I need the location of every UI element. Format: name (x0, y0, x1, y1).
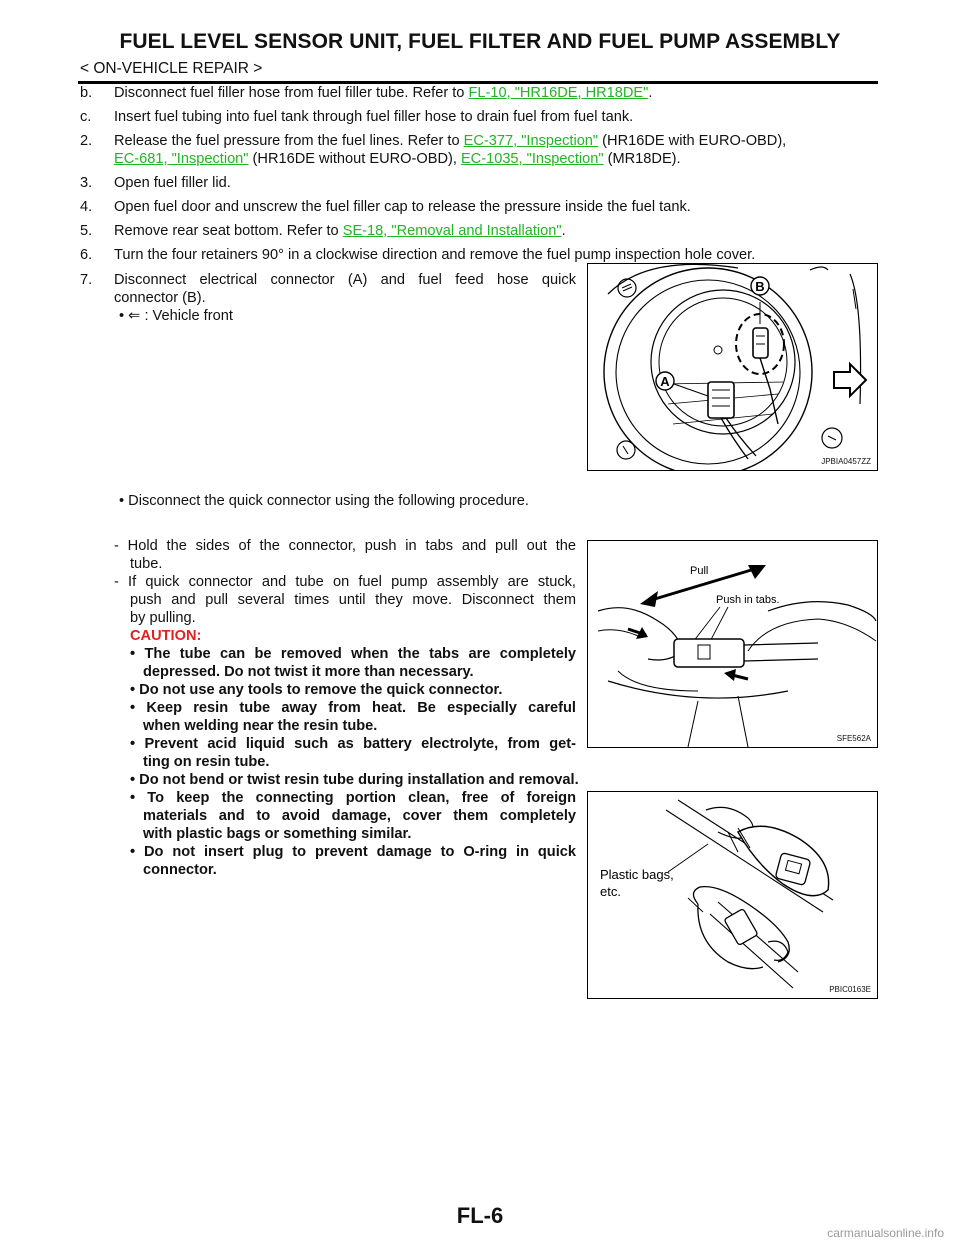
ref-link-ec1035[interactable]: EC-1035, "Inspection" (460, 151, 604, 167)
step-5: Remove rear seat bottom. Refer to SE-18,… (114, 222, 566, 240)
caution-item-cont: when welding near the resin tube. (143, 718, 378, 734)
step-3: Open fuel filler lid. (114, 175, 231, 191)
ref-link-se18[interactable]: SE-18, "Removal and Installation" (342, 223, 562, 239)
caution-item: • The tube can be removed when the tabs … (130, 646, 576, 662)
step-tail: . (648, 85, 653, 101)
ref-link-ec377[interactable]: EC-377, "Inspection" (463, 133, 599, 149)
label-plastic-bags-etc: etc. (600, 884, 621, 899)
label-a: A (660, 374, 670, 389)
page-number: FL-6 (456, 1203, 504, 1228)
plastic-bags-illustration: Plastic bags, etc. (600, 799, 834, 989)
caution-item-cont: materials and to avoid damage, cover the… (143, 808, 576, 824)
quick-connector-bullet: • Disconnect the quick connector using t… (119, 493, 529, 509)
figure-id: PBIC0163E (829, 985, 871, 994)
step-b: Disconnect fuel filler hose from fuel fi… (114, 84, 652, 102)
step-marker: 6. (80, 247, 93, 263)
step-marker: 5. (80, 223, 93, 239)
label-plastic-bags: Plastic bags, (600, 867, 674, 882)
caution-item: • Do not insert plug to prevent damage t… (130, 844, 576, 860)
step-marker: 2. (80, 133, 93, 149)
caution-item: • Keep resin tube away from heat. Be esp… (130, 700, 576, 716)
step-text: (HR16DE with EURO-OBD), (598, 133, 787, 149)
step-text: (HR16DE without EURO-OBD), (248, 151, 461, 167)
page-title: FUEL LEVEL SENSOR UNIT, FUEL FILTER AND … (119, 30, 841, 53)
step-7-line2: connector (B). (114, 290, 206, 306)
caution-item-cont: with plastic bags or something similar. (143, 826, 412, 842)
figure-disconnect-quick-connector: Pull Push in tabs. SFE562A (587, 540, 878, 748)
label-pull: Pull (690, 565, 708, 577)
step-marker: b. (80, 85, 93, 101)
step-7-line1: Disconnect electrical connector (A) and … (114, 272, 576, 288)
step-tail: . (561, 223, 566, 239)
fuel-pump-illustration: A B (603, 263, 868, 477)
step-tail: (MR18DE). (603, 151, 681, 167)
header-rule (78, 81, 878, 84)
caution-item: • To keep the connecting portion clean, … (130, 790, 576, 806)
section-label: < ON-VEHICLE REPAIR > (80, 60, 263, 77)
caution-item: • Do not use any tools to remove the qui… (130, 682, 503, 698)
label-b: B (755, 279, 764, 294)
quick-connector-illustration: Pull Push in tabs. (597, 565, 877, 748)
watermark: carmanualsonline.info (827, 1226, 944, 1240)
figure-fuel-pump-connectors: A B JPBIA0457ZZ (587, 263, 878, 477)
step-text: Remove rear seat bottom. Refer to (114, 223, 343, 239)
caution-item: • Prevent acid liquid such as battery el… (130, 736, 576, 752)
step-c: Insert fuel tubing into fuel tank throug… (114, 109, 634, 125)
dash-2-line2: push and pull several times until they m… (130, 592, 576, 608)
label-push: Push in tabs. (716, 594, 780, 606)
step-marker: 3. (80, 175, 93, 191)
step-marker: 4. (80, 199, 93, 215)
figure-plastic-bags: Plastic bags, etc. PBIC0163E (587, 791, 878, 999)
step-text: Disconnect fuel filler hose from fuel fi… (114, 85, 469, 101)
step-4: Open fuel door and unscrew the fuel fill… (114, 199, 691, 215)
dash-2-line1: - If quick connector and tube on fuel pu… (114, 574, 576, 590)
dash-2-line3: by pulling. (130, 610, 196, 626)
step-6: Turn the four retainers 90° in a clockwi… (114, 247, 756, 263)
caution-heading: CAUTION: (130, 628, 202, 644)
figure-id: SFE562A (836, 734, 871, 743)
step-text: Release the fuel pressure from the fuel … (114, 133, 464, 149)
vehicle-front-bullet: • ⇐ : Vehicle front (119, 308, 233, 324)
caution-item-cont: connector. (143, 862, 217, 878)
step-2: Release the fuel pressure from the fuel … (114, 132, 884, 168)
caution-item-cont: depressed. Do not twist it more than nec… (143, 664, 474, 680)
step-marker: c. (80, 109, 92, 125)
caution-item-cont: ting on resin tube. (143, 754, 270, 770)
ref-link-fl10[interactable]: FL-10, "HR16DE, HR18DE" (468, 85, 649, 101)
dash-1-line2: tube. (130, 556, 163, 572)
caution-item: • Do not bend or twist resin tube during… (130, 772, 579, 788)
figure-id: JPBIA0457ZZ (821, 457, 871, 466)
dash-1-line1: - Hold the sides of the connector, push … (114, 538, 576, 554)
step-marker: 7. (80, 272, 93, 288)
ref-link-ec681[interactable]: EC-681, "Inspection" (114, 151, 249, 167)
